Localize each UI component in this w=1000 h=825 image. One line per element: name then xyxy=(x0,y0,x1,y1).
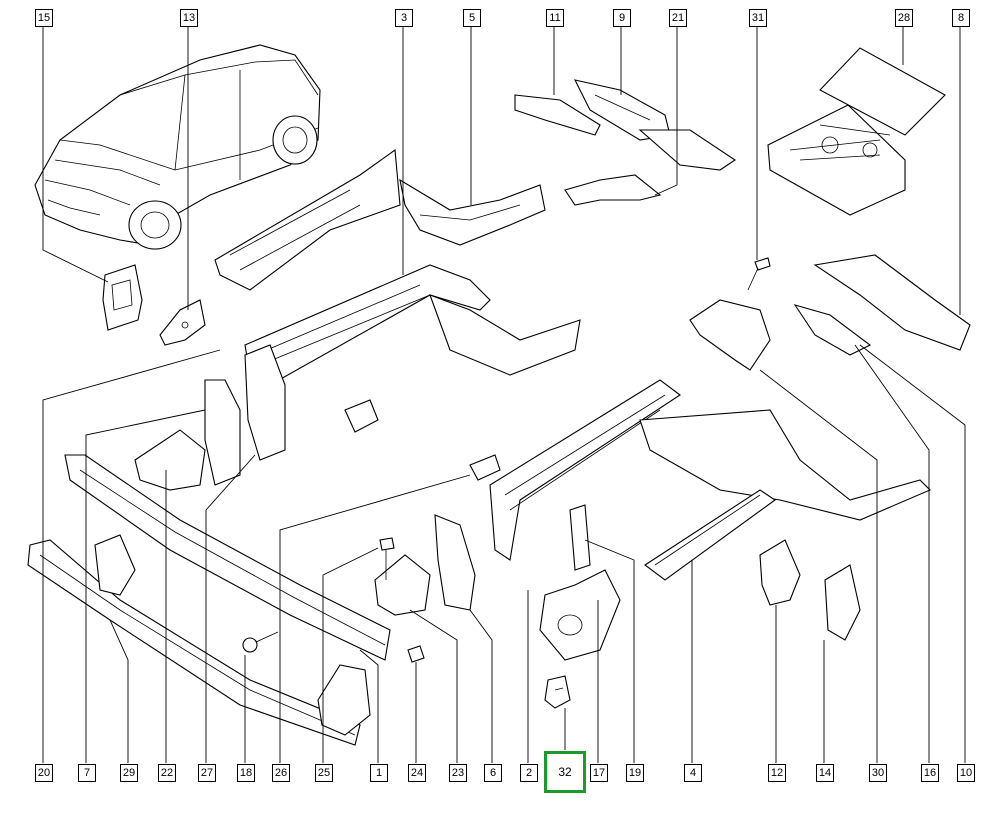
part-25-bolt xyxy=(379,537,395,580)
callout-10[interactable]: 10 xyxy=(957,764,975,782)
callout-31[interactable]: 31 xyxy=(749,9,767,27)
callout-27[interactable]: 27 xyxy=(198,764,216,782)
part-5-wheelhouse xyxy=(399,178,546,246)
callout-16[interactable]: 16 xyxy=(921,764,939,782)
part-19-bracket xyxy=(569,504,591,571)
callout-15[interactable]: 15 xyxy=(35,9,53,27)
part-31-bolt xyxy=(747,257,771,291)
callout-13[interactable]: 13 xyxy=(180,9,198,27)
part-17-bracket xyxy=(539,569,621,661)
part-28-bracket-small xyxy=(94,534,136,596)
part-22-bracket xyxy=(134,429,206,491)
part-2-rail xyxy=(489,379,681,561)
part-7-bracket xyxy=(204,379,241,486)
callout-29[interactable]: 29 xyxy=(120,764,138,782)
callout-12[interactable]: 12 xyxy=(768,764,786,782)
part-16-bracket xyxy=(793,304,872,356)
part-27-bracket xyxy=(244,344,286,461)
part-24-nut xyxy=(407,645,425,663)
part-4-floor xyxy=(639,409,931,581)
callout-1[interactable]: 1 xyxy=(370,764,388,782)
part-28-hardware-kit-box xyxy=(767,47,946,216)
part-21 xyxy=(564,129,736,206)
callout-6[interactable]: 6 xyxy=(484,764,502,782)
callout-22[interactable]: 22 xyxy=(158,764,176,782)
callout-24[interactable]: 24 xyxy=(408,764,426,782)
part-20-crossmember xyxy=(64,454,391,661)
callout-2[interactable]: 2 xyxy=(520,764,538,782)
callout-23[interactable]: 23 xyxy=(449,764,467,782)
callout-26[interactable]: 26 xyxy=(272,764,290,782)
part-30-bracket xyxy=(689,299,771,371)
callout-30[interactable]: 30 xyxy=(869,764,887,782)
part-32-clip xyxy=(544,675,571,709)
part-15-bracket xyxy=(102,264,143,331)
car-thumbnail xyxy=(34,44,321,250)
leader-lines xyxy=(42,27,966,763)
part-6-bracket xyxy=(434,514,476,611)
callout-18[interactable]: 18 xyxy=(237,764,255,782)
callout-25[interactable]: 25 xyxy=(315,764,333,782)
callout-5[interactable]: 5 xyxy=(463,9,481,27)
part-11 xyxy=(514,94,601,136)
part-26-clip xyxy=(344,399,501,481)
part-29-crossmember xyxy=(27,539,361,746)
callout-28[interactable]: 28 xyxy=(895,9,913,27)
part-8-bracket xyxy=(813,254,971,351)
callout-14[interactable]: 14 xyxy=(816,764,834,782)
callout-17[interactable]: 17 xyxy=(590,764,608,782)
callout-4[interactable]: 4 xyxy=(684,764,702,782)
callout-21[interactable]: 21 xyxy=(669,9,687,27)
part-1-bracket xyxy=(317,664,371,736)
callout-11[interactable]: 11 xyxy=(546,9,564,27)
callout-7[interactable]: 7 xyxy=(78,764,96,782)
part-13-bracket xyxy=(159,299,206,346)
callout-19[interactable]: 19 xyxy=(626,764,644,782)
part-3-panel xyxy=(214,148,581,386)
part-12-bracket xyxy=(759,539,801,606)
part-23-bracket xyxy=(374,554,431,616)
callout-3[interactable]: 3 xyxy=(395,9,413,27)
callout-8[interactable]: 8 xyxy=(952,9,970,27)
callout-32-highlighted[interactable]: 32 xyxy=(544,751,586,793)
part-14-bracket xyxy=(824,564,861,641)
callout-20[interactable]: 20 xyxy=(35,764,53,782)
part-18-bolt xyxy=(242,631,279,653)
callout-9[interactable]: 9 xyxy=(613,9,631,27)
